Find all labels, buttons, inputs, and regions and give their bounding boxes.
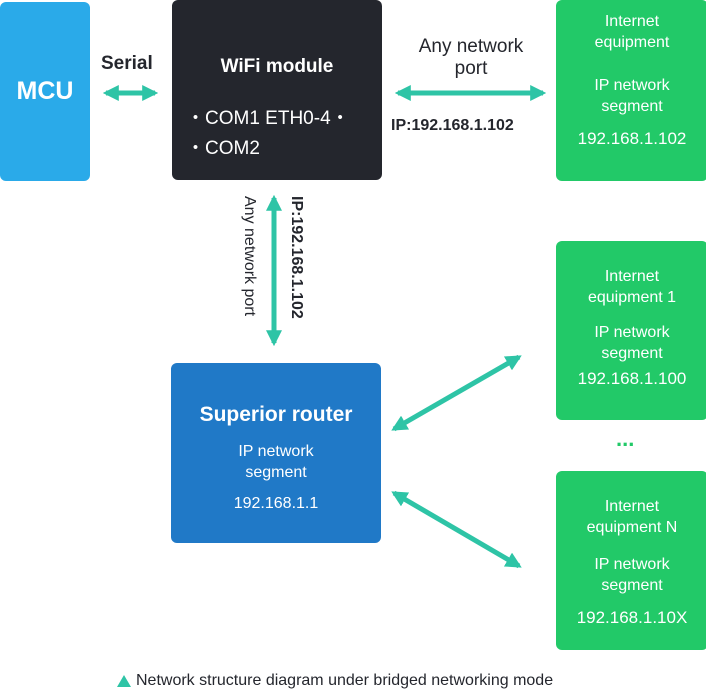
device-segment-label: IP network segment bbox=[594, 324, 670, 362]
superior-router-block: Superior router IP network segment 192.1… bbox=[171, 363, 381, 543]
router-title: Superior router bbox=[199, 403, 353, 426]
device-ip: 192.168.1.10X bbox=[576, 608, 688, 627]
serial-label: Serial bbox=[101, 53, 153, 74]
wifi-module-title: WiFi module bbox=[220, 56, 334, 77]
figure-caption: Network structure diagram under bridged … bbox=[117, 672, 553, 690]
internet-equipment-n-block: Internet equipment N IP network segment … bbox=[556, 471, 706, 650]
device-ip: 192.168.1.100 bbox=[577, 369, 687, 388]
device-name: Internet equipment N bbox=[586, 498, 678, 536]
vertical-link-ip-label: IP:192.168.1.102 bbox=[288, 196, 305, 319]
ellipsis: ... bbox=[616, 426, 635, 451]
triangle-icon bbox=[117, 675, 131, 687]
top-link-port-label: Any network port bbox=[418, 36, 524, 79]
device-name: Internet equipment 1 bbox=[587, 268, 677, 306]
device-segment-label: IP network segment bbox=[594, 77, 670, 115]
router-deviceN-arrow bbox=[391, 490, 522, 569]
top-link-ip-label: IP:192.168.1.102 bbox=[391, 117, 514, 134]
mcu-block: MCU bbox=[0, 2, 90, 181]
wifi-module-ports-line2: ・COM2 bbox=[186, 138, 260, 159]
mcu-label: MCU bbox=[16, 77, 74, 105]
wifi-module-block: WiFi module ・COM1 ETH0-4・ ・COM2 bbox=[172, 0, 382, 180]
device-segment-label: IP network segment bbox=[594, 556, 670, 594]
router-device1-arrow bbox=[391, 354, 522, 432]
internet-equipment-1-block: Internet equipment 1 IP network segment … bbox=[556, 241, 706, 420]
caption-text: Network structure diagram under bridged … bbox=[136, 672, 554, 689]
device-name: Internet equipment bbox=[594, 13, 670, 51]
internet-equipment-block: Internet equipment IP network segment 19… bbox=[556, 0, 706, 181]
device-ip: 192.168.1.102 bbox=[577, 129, 687, 148]
wifi-module-ports-line1: ・COM1 ETH0-4・ bbox=[186, 108, 350, 129]
router-segment-label: IP network segment bbox=[238, 443, 314, 481]
router-ip: 192.168.1.1 bbox=[233, 495, 319, 512]
vertical-link-port-label: Any network port bbox=[241, 196, 258, 317]
